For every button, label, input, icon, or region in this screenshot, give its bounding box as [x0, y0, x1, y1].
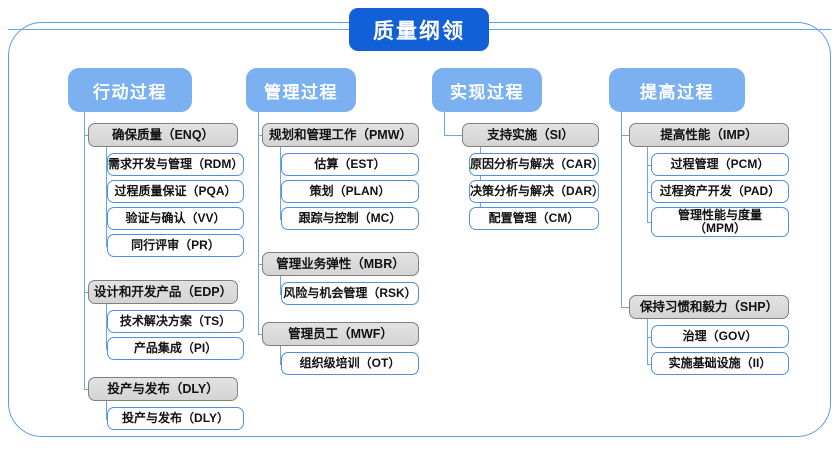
connector-h: [106, 245, 107, 247]
connector-h: [280, 293, 281, 295]
connector-h: [444, 135, 462, 137]
group-node[interactable]: 管理员工（MWF）: [262, 322, 419, 346]
root-title: 质量纲领: [349, 8, 489, 51]
leaf-node[interactable]: 同行评审（PR）: [107, 234, 244, 257]
connector-h: [621, 135, 629, 137]
connector-h: [647, 336, 651, 338]
leaf-node[interactable]: 实施基础设施（II）: [651, 352, 789, 375]
connector-h: [258, 264, 262, 266]
connector-h: [258, 135, 262, 137]
leaf-node[interactable]: 原因分析与解决（CAR）: [469, 153, 604, 176]
leaf-node[interactable]: 配置管理（CM）: [469, 207, 599, 230]
leaf-node[interactable]: 投产与发布（DLY）: [107, 407, 244, 430]
group-node[interactable]: 提高性能（IMP）: [629, 123, 789, 147]
connector-h: [647, 363, 651, 365]
connector-h: [647, 222, 651, 224]
group-node[interactable]: 设计和开发产品（EDP）: [88, 280, 238, 304]
connector-v: [106, 147, 108, 246]
connector-v: [280, 276, 282, 294]
leaf-node[interactable]: 验证与确认（VV）: [107, 207, 244, 230]
group-node[interactable]: 投产与发布（DLY）: [88, 377, 238, 401]
connector-h: [106, 348, 107, 350]
leaf-node[interactable]: 风险与机会管理（RSK）: [281, 282, 419, 305]
leaf-node[interactable]: 估算（EST）: [281, 153, 419, 176]
leaf-node[interactable]: 过程资产开发（PAD）: [651, 180, 789, 203]
connector-v: [106, 304, 108, 349]
column-header-col-implement[interactable]: 实现过程: [432, 68, 542, 112]
connector-h: [647, 164, 651, 166]
connector-v: [106, 401, 108, 419]
connector-h: [280, 363, 281, 365]
connector-h: [621, 307, 629, 309]
connector-v: [647, 147, 649, 222]
connector-h: [280, 218, 281, 220]
group-node[interactable]: 保持习惯和毅力（SHP）: [629, 295, 789, 319]
leaf-node[interactable]: 过程质量保证（PQA）: [107, 180, 244, 203]
connector-v: [444, 112, 446, 135]
connector-v: [621, 112, 623, 307]
column-header-col-action[interactable]: 行动过程: [68, 68, 192, 112]
column-header-col-improve[interactable]: 提高过程: [609, 68, 745, 112]
connector-v: [280, 346, 282, 364]
group-node[interactable]: 规划和管理工作（PMW）: [262, 123, 419, 147]
leaf-node[interactable]: 组织级培训（OT）: [281, 352, 419, 375]
connector-v: [84, 112, 86, 389]
connector-h: [84, 135, 88, 137]
group-node[interactable]: 确保质量（ENQ）: [88, 123, 238, 147]
connector-v: [280, 147, 282, 219]
leaf-node[interactable]: 治理（GOV）: [651, 325, 789, 348]
leaf-node[interactable]: 策划（PLAN）: [281, 180, 419, 203]
group-node[interactable]: 管理业务弹性（MBR）: [262, 252, 419, 276]
connector-h: [84, 292, 88, 294]
leaf-node[interactable]: 产品集成（PI）: [107, 337, 244, 360]
connector-v: [258, 112, 260, 334]
leaf-node[interactable]: 过程管理（PCM）: [651, 153, 789, 176]
leaf-node[interactable]: 需求开发与管理（RDM）: [107, 153, 244, 176]
group-node[interactable]: 支持实施（SI）: [462, 123, 599, 147]
leaf-node[interactable]: 跟踪与控制（MC）: [281, 207, 419, 230]
column-header-col-manage[interactable]: 管理过程: [246, 68, 356, 112]
connector-h: [647, 191, 651, 193]
leaf-node[interactable]: 决策分析与解决（DAR）: [469, 180, 604, 203]
leaf-node[interactable]: 管理性能与度量（MPM）: [651, 207, 789, 237]
connector-h: [106, 418, 107, 420]
connector-h: [258, 334, 262, 336]
leaf-node[interactable]: 技术解决方案（TS）: [107, 310, 244, 333]
connector-h: [84, 389, 88, 391]
connector-v: [647, 319, 649, 364]
